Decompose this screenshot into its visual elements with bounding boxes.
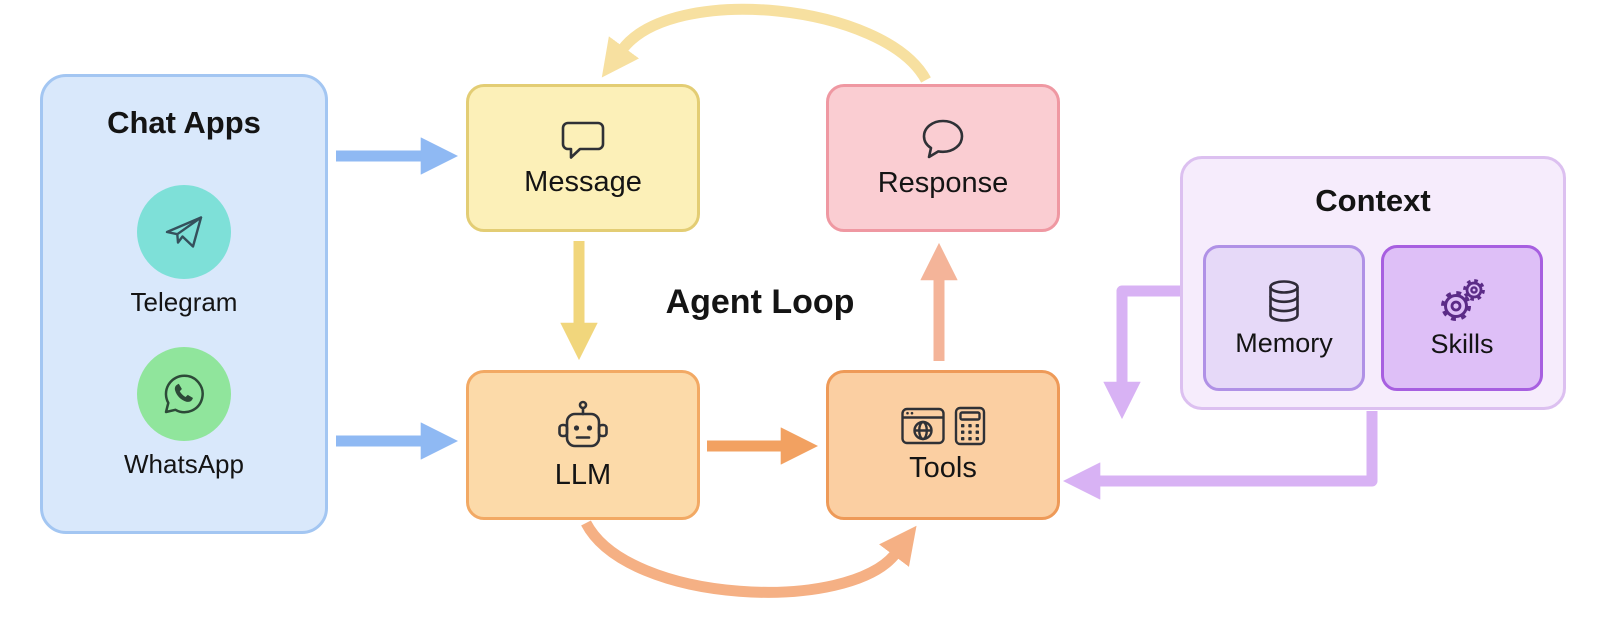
telegram-plane-icon [165,216,203,248]
response-label: Response [877,166,1009,199]
browser-globe-icon [901,407,945,444]
chat-apps-title: Chat Apps [107,105,261,140]
llm-node: LLM [466,370,700,520]
memory-card: Memory [1203,245,1365,391]
whatsapp-label: WhatsApp [124,449,244,479]
tools-node: Tools [826,370,1060,520]
tools-icons [900,406,986,446]
gears-icon [1441,278,1485,321]
context-title: Context [1315,183,1431,218]
chat-apps-panel: Chat Apps Telegram WhatsApp [40,74,328,534]
calculator-icon [954,406,986,445]
memory-label: Memory [1235,327,1333,358]
skills-card: Skills [1381,245,1543,391]
robot-icon [558,400,608,447]
arrow-context-to-tools-elbow-right [1062,411,1378,500]
arrow-loop-top-response-to-message [601,3,931,83]
telegram-icon [137,185,231,279]
message-label: Message [524,165,642,198]
speech-bubble-square-icon [561,121,605,159]
response-node: Response [826,84,1060,232]
context-cards-row: Memory Skills [1183,245,1563,391]
whatsapp-bubble-icon [164,374,204,414]
arrow-context-to-tools-elbow-top [1103,285,1181,420]
message-node: Message [466,84,700,232]
skills-label: Skills [1430,328,1494,359]
context-panel: Context Memory [1180,156,1566,410]
agent-loop-title: Agent Loop [665,283,855,321]
llm-label: LLM [554,458,612,491]
whatsapp-icon [137,347,231,441]
telegram-label: Telegram [130,287,238,317]
tools-label: Tools [909,451,977,484]
database-icon [1269,279,1299,322]
arrow-loop-bottom-llm-to-tools [581,520,917,598]
speech-bubble-round-icon [922,119,964,158]
